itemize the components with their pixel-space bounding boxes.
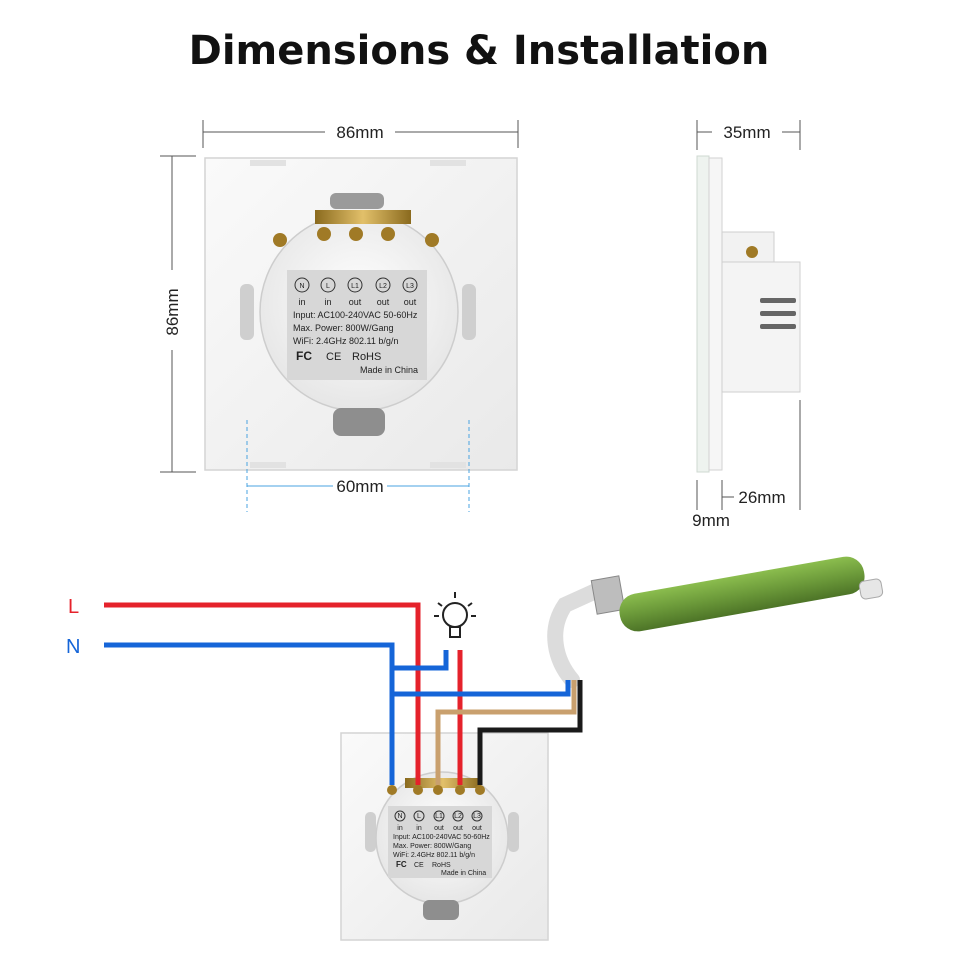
green-tube: [547, 556, 884, 688]
terminal-type: in: [324, 297, 331, 307]
mount-slot-left: [240, 284, 254, 340]
plate-thickness-label: 9mm: [692, 511, 730, 530]
label-wifi: WiFi: 2.4GHz 802.11 b/g/n: [293, 336, 398, 346]
page-title: Dimensions & Installation: [188, 28, 770, 74]
wires: [104, 602, 583, 785]
terminal-type: in: [298, 297, 305, 307]
label-made-in: Made in China: [360, 365, 418, 375]
label-power: Max. Power: 800W/Gang: [293, 323, 394, 333]
bulb-icon: [434, 592, 476, 638]
terminal-label: N: [299, 283, 304, 290]
width-dimension: 86mm: [202, 120, 519, 148]
brown-wire: [435, 680, 577, 785]
terminal-label: L3: [473, 813, 481, 820]
label-made-in: Made in China: [441, 870, 486, 877]
terminal-type: out: [434, 825, 444, 832]
ce-mark: CE: [414, 862, 424, 869]
depth-label: 35mm: [723, 123, 770, 142]
neutral-label: N: [66, 636, 80, 658]
terminal-label: N: [397, 813, 402, 820]
height-label: 86mm: [163, 288, 182, 335]
terminal-type: out: [472, 825, 482, 832]
terminal-label: L1: [351, 283, 359, 290]
live-label: L: [68, 596, 79, 618]
fc-mark: FC: [296, 349, 312, 363]
terminal-label: L2: [454, 813, 462, 820]
terminal-label: L: [417, 813, 421, 820]
terminal-label: L2: [379, 283, 387, 290]
rohs-mark: RoHS: [352, 351, 381, 363]
terminal-type: in: [416, 825, 422, 832]
terminal-type: out: [377, 297, 390, 307]
terminal-type: out: [349, 297, 362, 307]
spacing-label: 60mm: [336, 477, 383, 496]
live-wire: [104, 602, 421, 785]
side-view: [696, 155, 801, 473]
fc-mark: FC: [396, 860, 407, 869]
wiring-switch: N L L1 L2 L3 in in out out out Input: AC…: [340, 732, 549, 941]
label-input: Input: AC100-240VAC 50-60Hz: [393, 834, 490, 841]
front-terminals: [273, 210, 439, 247]
front-view: N L L1 L2 L3 in in out out out Input: AC…: [204, 157, 518, 471]
ce-mark: CE: [326, 351, 341, 363]
terminal-label: L: [326, 283, 330, 290]
terminal-label: L1: [435, 813, 443, 820]
back-depth-dimension: 26mm 9mm: [692, 400, 801, 530]
height-dimension: 86mm: [160, 155, 196, 473]
spacing-dimension: 60mm: [246, 420, 470, 512]
neutral-wire: [104, 642, 395, 785]
side-plate: [696, 155, 710, 473]
label-wifi: WiFi: 2.4GHz 802.11 b/g/n: [393, 852, 475, 859]
back-depth-label: 26mm: [738, 488, 785, 507]
front-terminal-badges: N L L1 L2 L3 in in out out out: [294, 277, 418, 307]
wiring-terminal-badges: N L L1 L2 L3 in in out out out: [394, 810, 483, 832]
terminal-type: out: [453, 825, 463, 832]
black-wire: [477, 680, 583, 785]
depth-dimension: 35mm: [696, 120, 801, 150]
rohs-mark: RoHS: [432, 862, 451, 869]
terminal-label: L3: [406, 283, 414, 290]
label-power: Max. Power: 800W/Gang: [393, 843, 471, 850]
width-label: 86mm: [336, 123, 383, 142]
terminal-type: out: [404, 297, 417, 307]
wiring-terminals: [387, 785, 485, 795]
label-input: Input: AC100-240VAC 50-60Hz: [293, 310, 418, 320]
terminal-type: in: [397, 825, 403, 832]
mount-slot-right: [462, 284, 476, 340]
